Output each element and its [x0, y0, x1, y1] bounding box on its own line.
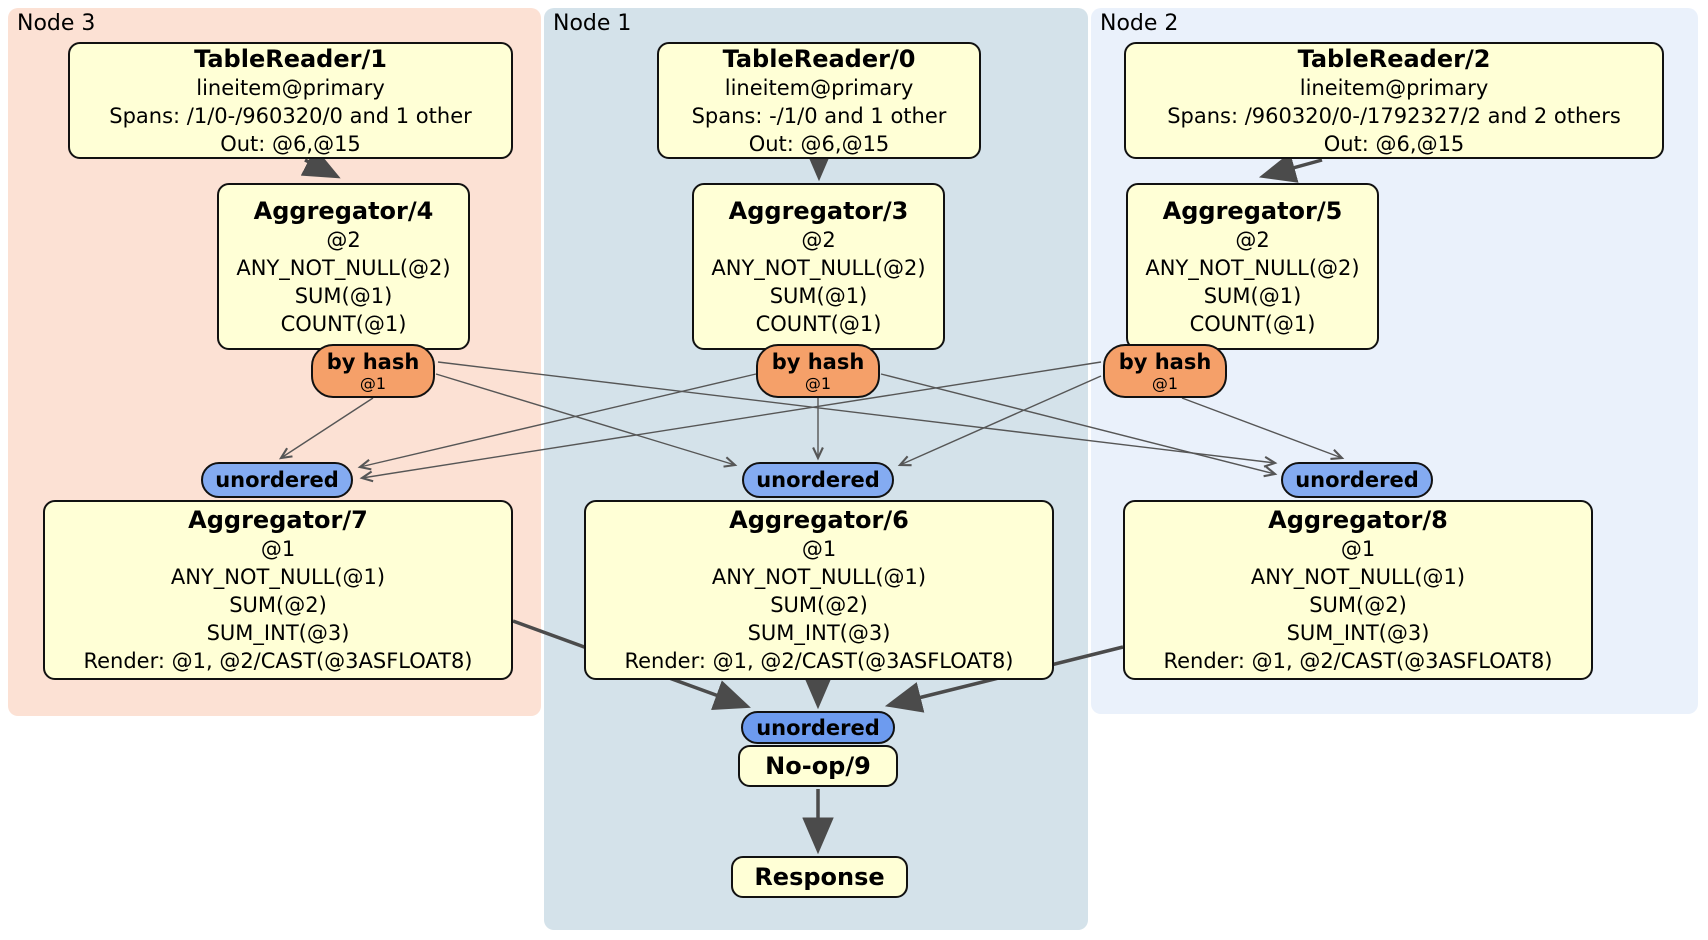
processor-detail: Out: @6,@15: [748, 131, 890, 156]
hash-router-3: by hash @1: [756, 344, 880, 398]
processor-detail: SUM(@2): [229, 593, 327, 617]
edge-router5-to-sync7: [359, 361, 1102, 483]
processor-detail: COUNT(@1): [280, 311, 407, 336]
unordered-sync-7: unordered: [201, 462, 353, 498]
processor-aggregator-5: Aggregator/5 @2 ANY_NOT_NULL(@2) SUM(@1)…: [1126, 183, 1379, 350]
processor-detail: SUM(@1): [1203, 283, 1302, 308]
edge-router5-to-sync8: [1181, 397, 1345, 460]
processor-detail: COUNT(@1): [1189, 311, 1316, 336]
edge-router4-to-sync7: [278, 397, 374, 460]
processor-detail: SUM(@1): [294, 283, 393, 308]
processor-aggregator-6: Aggregator/6 @1 ANY_NOT_NULL(@1) SUM(@2)…: [584, 500, 1054, 680]
processor-detail: SUM_INT(@3): [206, 621, 350, 645]
edge-router4-to-sync8: [437, 361, 1278, 468]
processor-detail: ANY_NOT_NULL(@2): [1145, 255, 1360, 280]
processor-title: Aggregator/6: [729, 506, 909, 534]
processor-detail: ANY_NOT_NULL(@1): [170, 565, 386, 589]
unordered-sync-6: unordered: [742, 462, 894, 498]
processor-detail: Spans: /1/0-/960320/0 and 1 other: [109, 103, 472, 128]
processor-title: Aggregator/8: [1268, 506, 1448, 534]
processor-detail: Out: @6,@15: [1323, 131, 1465, 156]
processor-tablereader-1: TableReader/1 lineitem@primary Spans: /1…: [68, 42, 513, 159]
processor-detail: Out: @6,@15: [220, 131, 361, 156]
processor-title: Aggregator/4: [253, 196, 434, 225]
processor-detail: ANY_NOT_NULL(@1): [711, 565, 927, 589]
processor-detail: @1: [1340, 537, 1376, 561]
processor-detail: @2: [326, 227, 361, 252]
processor-detail: ANY_NOT_NULL(@1): [1250, 565, 1466, 589]
processor-title: Aggregator/5: [1162, 196, 1343, 225]
unordered-sync-final: unordered: [741, 711, 895, 744]
unordered-sync-8: unordered: [1281, 462, 1433, 498]
processor-detail: @1: [260, 537, 296, 561]
processor-detail: @2: [1235, 227, 1270, 252]
processor-aggregator-3: Aggregator/3 @2 ANY_NOT_NULL(@2) SUM(@1)…: [692, 183, 945, 350]
processor-detail: Render: @1, @2/CAST(@3ASFLOAT8): [624, 649, 1014, 673]
router-label: by hash: [1118, 349, 1212, 374]
processor-aggregator-4: Aggregator/4 @2 ANY_NOT_NULL(@2) SUM(@1)…: [217, 183, 470, 350]
processor-tablereader-0: TableReader/0 lineitem@primary Spans: -/…: [657, 42, 981, 159]
processor-detail: SUM(@1): [769, 283, 868, 308]
processor-detail: Spans: -/1/0 and 1 other: [691, 103, 947, 128]
processor-title: Aggregator/7: [188, 506, 368, 534]
processor-title: Aggregator/3: [728, 196, 909, 225]
router-label: by hash: [326, 349, 420, 374]
processor-detail: @2: [801, 227, 836, 252]
processor-tablereader-2: TableReader/2 lineitem@primary Spans: /9…: [1124, 42, 1664, 159]
processor-detail: SUM_INT(@3): [747, 621, 891, 645]
processor-detail: SUM_INT(@3): [1286, 621, 1430, 645]
processor-detail: @1: [801, 537, 837, 561]
processor-detail: Render: @1, @2/CAST(@3ASFLOAT8): [83, 649, 473, 673]
processor-noop-9: No-op/9: [738, 745, 898, 787]
hash-router-5: by hash @1: [1103, 344, 1227, 398]
processor-title: TableReader/0: [722, 44, 916, 73]
node3-panel-label: Node 3: [17, 11, 96, 36]
processor-detail: Spans: /960320/0-/1792327/2 and 2 others: [1167, 103, 1621, 128]
processor-detail: Render: @1, @2/CAST(@3ASFLOAT8): [1163, 649, 1553, 673]
processor-aggregator-8: Aggregator/8 @1 ANY_NOT_NULL(@1) SUM(@2)…: [1123, 500, 1593, 680]
router-key: @1: [359, 373, 387, 393]
edge-tr2-to-agg5: [1258, 152, 1323, 183]
processor-detail: ANY_NOT_NULL(@2): [711, 255, 926, 280]
processor-detail: lineitem@primary: [1299, 75, 1489, 100]
processor-detail: lineitem@primary: [196, 75, 385, 100]
processor-detail: COUNT(@1): [755, 311, 882, 336]
edge-router3-to-sync7: [357, 373, 757, 471]
processor-detail: SUM(@2): [1309, 593, 1407, 617]
processor-title: TableReader/1: [194, 44, 387, 73]
processor-detail: ANY_NOT_NULL(@2): [236, 255, 451, 280]
edge-tr1-to-agg4: [300, 147, 341, 179]
processor-title: TableReader/2: [1297, 44, 1491, 73]
edge-router4-to-sync6: [435, 373, 738, 468]
edge-router3-to-sync8: [880, 373, 1278, 478]
processor-detail: lineitem@primary: [724, 75, 914, 100]
router-key: @1: [1151, 373, 1179, 393]
response-node: Response: [731, 856, 908, 898]
processor-detail: SUM(@2): [770, 593, 868, 617]
router-key: @1: [804, 373, 832, 393]
processor-aggregator-7: Aggregator/7 @1 ANY_NOT_NULL(@1) SUM(@2)…: [43, 500, 513, 680]
node2-panel-label: Node 2: [1100, 11, 1179, 36]
edge-router5-to-sync6: [897, 375, 1102, 467]
hash-router-4: by hash @1: [311, 344, 435, 398]
node1-panel-label: Node 1: [553, 11, 632, 36]
processor-title: Response: [754, 863, 885, 891]
router-label: by hash: [771, 349, 865, 374]
processor-title: No-op/9: [765, 752, 871, 780]
